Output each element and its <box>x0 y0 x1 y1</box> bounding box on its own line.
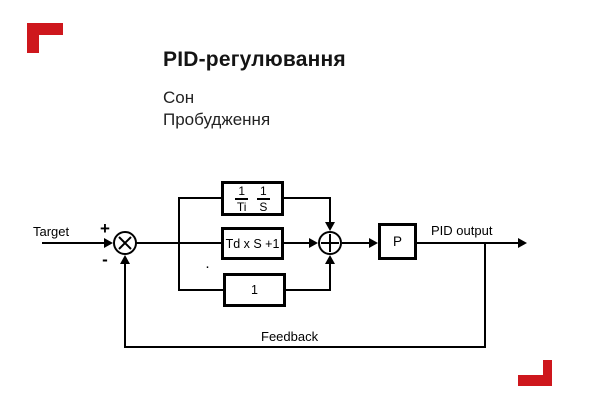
fraction: 1 S <box>257 185 270 213</box>
derivative-output-line <box>284 242 310 244</box>
integral-output-line <box>284 197 330 199</box>
fraction-denominator: Ti <box>236 199 247 214</box>
gain-block: P <box>378 223 417 260</box>
subtitle-line: Сон <box>163 88 195 107</box>
feedback-arrowhead-icon <box>120 255 130 264</box>
fraction-numerator: 1 <box>235 185 248 200</box>
fraction-denominator: S <box>259 199 268 214</box>
integral-branch-line <box>178 197 222 199</box>
plus-cross-icon <box>329 234 331 252</box>
unity-rise-line <box>329 263 331 291</box>
subtitle: Сон Пробудження <box>163 87 270 131</box>
summing-junction-output <box>318 231 342 255</box>
feedback-label: Feedback <box>261 329 319 344</box>
page-title: PID-регулювання <box>163 48 346 71</box>
unity-output-line <box>286 289 330 291</box>
target-label: Target <box>33 224 70 239</box>
minus-sign-label: - <box>102 250 108 269</box>
pid-output-label: PID output <box>431 223 493 238</box>
derivative-block: Td x S +1 <box>221 227 284 260</box>
summing-junction-input <box>113 231 137 255</box>
sum-output-line <box>342 242 370 244</box>
unity-branch-line <box>178 289 225 291</box>
unity-block: 1 <box>223 273 286 307</box>
fraction: 1 Ti <box>235 185 248 213</box>
output-line <box>417 242 518 244</box>
output-arrowhead-icon <box>518 238 527 248</box>
subtitle-line: Пробудження <box>163 110 271 129</box>
gain-arrowhead-icon <box>369 238 378 248</box>
fraction-numerator: 1 <box>257 185 270 200</box>
unity-arrowhead-icon <box>325 255 335 264</box>
derivative-arrowhead-icon <box>309 238 318 248</box>
feedback-rise-line <box>124 263 126 348</box>
stray-dot-mark: · <box>205 258 210 275</box>
integral-arrowhead-icon <box>325 222 335 231</box>
red-corner-bracket-icon <box>27 23 63 53</box>
plus-sign-label: + <box>100 219 110 238</box>
integral-block: 1 Ti 1 S <box>221 181 284 216</box>
red-corner-bracket-icon <box>518 360 552 386</box>
feedback-line <box>124 346 486 348</box>
input-line <box>42 242 105 244</box>
branch-vertical-line <box>178 197 180 291</box>
input-arrowhead-icon <box>104 238 113 248</box>
feedback-drop-line <box>484 242 486 348</box>
integral-drop-line <box>329 197 331 223</box>
